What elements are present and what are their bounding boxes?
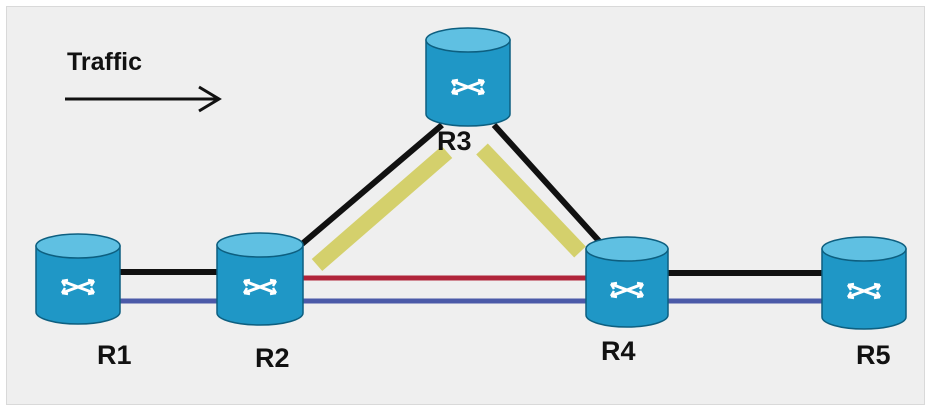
traffic-arrow-icon (65, 85, 222, 113)
network-diagram: Traffic R1 R2 R3 (35, 27, 907, 373)
router-r1-label: R1 (97, 340, 132, 370)
router-r2-label: R2 (255, 343, 290, 373)
router-r3-icon (425, 27, 511, 127)
diagram-canvas: Traffic R1 R2 R3 (6, 6, 925, 405)
router-r3-label: R3 (437, 126, 472, 156)
link-r2-r3 (300, 122, 453, 272)
router-r1-icon (35, 233, 121, 325)
router-r4-icon (585, 236, 669, 328)
router-r4-label: R4 (601, 336, 636, 366)
link-r3-r4 (476, 122, 602, 258)
router-r5-icon (821, 236, 907, 330)
router-r2-icon (216, 232, 304, 326)
router-r5-label: R5 (856, 340, 891, 370)
traffic-label: Traffic (67, 48, 142, 76)
